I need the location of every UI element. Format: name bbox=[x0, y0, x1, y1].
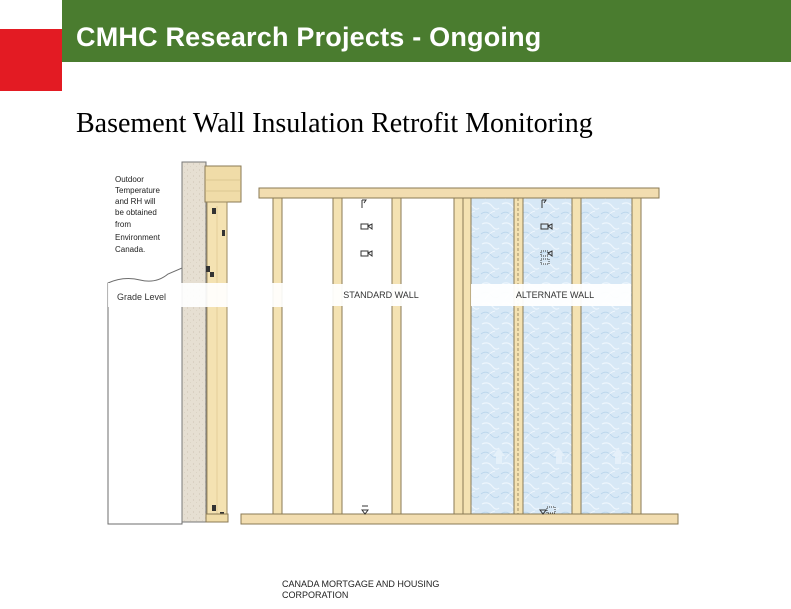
alternate-wall-insulation bbox=[464, 198, 640, 514]
rim-joist bbox=[204, 165, 242, 203]
footer-org-line-2: CORPORATION bbox=[282, 590, 349, 600]
studs bbox=[272, 197, 642, 515]
outdoor-note-line-5: from bbox=[115, 220, 131, 229]
outdoor-note-line-1: Outdoor bbox=[115, 175, 144, 184]
red-accent-block bbox=[0, 29, 62, 91]
elevation-sensors bbox=[360, 199, 556, 515]
top-plate bbox=[258, 187, 660, 199]
foundation-wall bbox=[181, 161, 207, 523]
outdoor-note-line-4: be obtained bbox=[115, 208, 157, 217]
outdoor-note-line-7: Canada. bbox=[115, 245, 145, 254]
slide-header-title: CMHC Research Projects - Ongoing bbox=[76, 22, 542, 52]
footer-org-line-1: CANADA MORTGAGE AND HOUSING bbox=[282, 579, 440, 589]
outdoor-note: Outdoor Temperature and RH will be obtai… bbox=[115, 175, 161, 254]
soil-outline bbox=[107, 267, 183, 525]
bottom-plate bbox=[240, 513, 679, 525]
alternate-wall-label: ALTERNATE WALL bbox=[516, 290, 594, 300]
slide-subtitle: Basement Wall Insulation Retrofit Monito… bbox=[76, 108, 593, 139]
standard-wall-label: STANDARD WALL bbox=[343, 290, 419, 300]
grade-level-label: Grade Level bbox=[117, 292, 166, 302]
outdoor-note-line-6: Environment bbox=[115, 233, 161, 242]
outdoor-note-line-2: Temperature bbox=[115, 186, 160, 195]
outdoor-note-line-3: and RH will bbox=[115, 197, 156, 206]
header-bar bbox=[62, 0, 791, 62]
